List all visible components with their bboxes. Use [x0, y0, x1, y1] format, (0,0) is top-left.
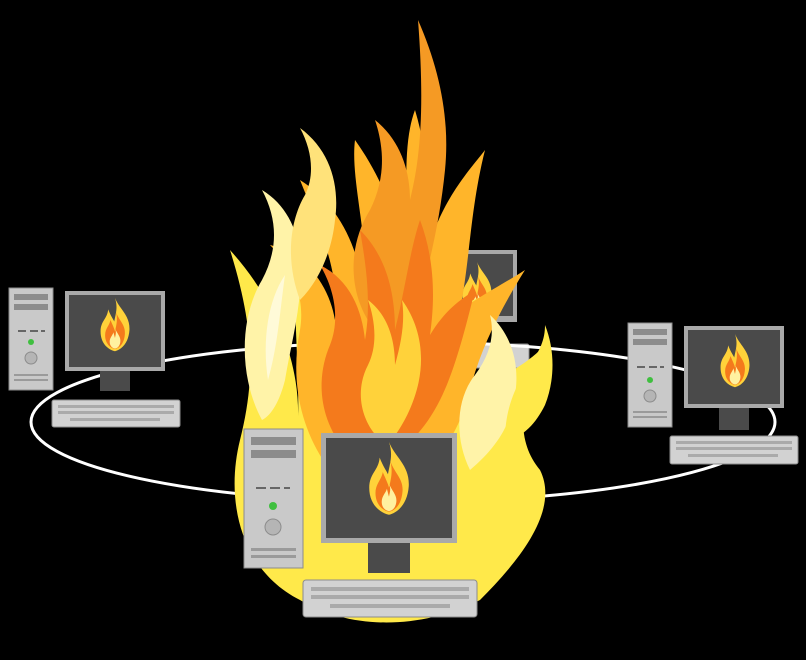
power-led — [28, 339, 34, 345]
power-button — [264, 518, 282, 536]
tower-case — [8, 287, 54, 391]
power-led — [269, 502, 277, 510]
power-led — [647, 377, 653, 383]
monitor — [321, 433, 457, 573]
workstation-right — [627, 322, 799, 465]
power-button — [24, 351, 38, 365]
flame-right-tongue — [459, 315, 517, 470]
flame-highlight — [265, 275, 285, 380]
keyboard — [51, 399, 181, 428]
power-button — [643, 389, 657, 403]
tower-case — [243, 428, 304, 569]
flame-right-tip — [505, 325, 553, 440]
tower-case — [627, 322, 673, 428]
workstation-front — [243, 428, 478, 618]
keyboard — [302, 579, 478, 618]
keyboard — [669, 435, 799, 465]
monitor — [684, 326, 784, 430]
flame-core-layer — [360, 300, 422, 444]
flame-upper-left-tongue — [290, 128, 337, 300]
monitor — [65, 291, 165, 391]
fire-icon — [230, 20, 553, 623]
flame-inner-layer — [320, 220, 475, 460]
workstation-left — [8, 287, 181, 428]
